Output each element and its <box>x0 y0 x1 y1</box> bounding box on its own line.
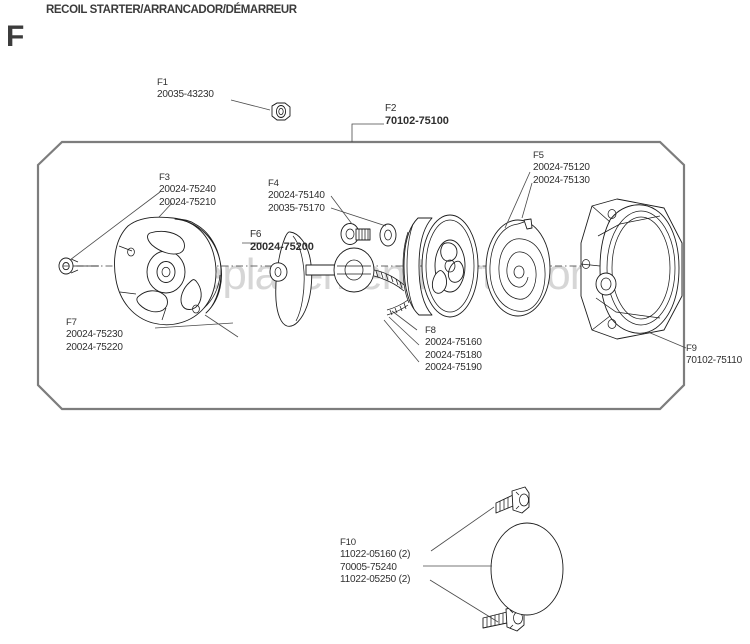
callout-f1: F1 20035-43230 <box>157 77 214 102</box>
callout-f2-part-1: 70102-75100 <box>385 115 449 128</box>
callout-f10-part-3: 11022-05250 (2) <box>340 573 411 585</box>
leader-f5-b <box>521 182 533 219</box>
callout-f5-ref: F5 <box>533 150 544 161</box>
part-f10-screw-top <box>495 486 530 514</box>
callout-f7-ref: F7 <box>66 317 77 328</box>
callout-f4: F4 20024-75140 20035-75170 <box>268 178 325 215</box>
leader-f3-a <box>69 191 161 261</box>
part-f10-cover-plate <box>490 522 564 616</box>
callout-f8-ref: F8 <box>425 325 436 336</box>
part-starter-rope <box>373 269 405 292</box>
part-f1-nut <box>271 102 291 121</box>
leader-f10-c <box>429 579 499 623</box>
leader-f4-a <box>330 195 353 225</box>
callout-f8-part-1: 20024-75160 <box>425 337 482 349</box>
callout-f8-part-2: 20024-75180 <box>425 349 482 361</box>
part-f3-clip <box>58 257 99 275</box>
callout-f7-part-1: 20024-75230 <box>66 329 123 341</box>
callout-f4-ref: F4 <box>268 178 279 189</box>
callout-f4-part-1: 20024-75140 <box>268 190 325 202</box>
leader-f10-a <box>430 506 495 552</box>
callout-f7: F7 20024-75230 20024-75220 <box>66 317 123 354</box>
callout-f9-part-1: 70102-75110 <box>686 355 743 367</box>
part-f4-washer <box>379 223 397 247</box>
callout-f3-part-2: 20024-75210 <box>159 196 216 208</box>
leader-f5-a <box>504 171 531 229</box>
leader-f8-b <box>388 316 420 346</box>
callout-f5-part-2: 20024-75130 <box>533 174 590 186</box>
callout-f8-part-3: 20024-75190 <box>425 361 482 373</box>
leader-f9 <box>647 331 687 349</box>
assembly-frame-main <box>36 140 686 411</box>
callout-f3-part-1: 20024-75240 <box>159 184 216 196</box>
part-f5-recoil-spring <box>485 218 551 317</box>
leader-f4-b <box>330 207 387 227</box>
leader-f8-c <box>383 319 420 363</box>
callout-f5-part-1: 20024-75120 <box>533 162 590 174</box>
callout-f7-part-2: 20024-75220 <box>66 341 123 353</box>
callout-f6-ref: F6 <box>250 229 262 240</box>
callout-f10: F10 11022-05160 (2) 70005-75240 11022-05… <box>340 537 410 586</box>
callout-f5: F5 20024-75120 20024-75130 <box>533 150 590 187</box>
callout-f6: F6 20024-75200 <box>250 229 314 254</box>
leader-f1 <box>230 99 271 111</box>
callout-f6-part-1: 20024-75200 <box>250 241 314 254</box>
leader-f7-a <box>154 322 234 329</box>
part-f6-starter-handle <box>269 231 339 327</box>
callout-f10-part-2: 70005-75240 <box>340 561 397 573</box>
leader-f8-a <box>391 310 418 331</box>
callout-f8: F8 20024-75160 20024-75180 20024-75190 <box>425 325 482 374</box>
leader-f2 <box>351 123 384 142</box>
callout-f3-ref: F3 <box>159 172 170 183</box>
page-title: RECOIL STARTER/ARRANCADOR/DÉMARREUR <box>46 4 297 16</box>
leader-f7-b <box>204 314 239 338</box>
section-letter: F <box>6 20 25 53</box>
callout-f1-ref: F1 <box>157 77 168 88</box>
part-f8-rope-pulley <box>386 214 479 318</box>
callout-f10-part-1: 11022-05160 (2) <box>340 549 411 561</box>
callout-f9: F9 70102-75110 <box>686 343 742 368</box>
callout-f2: F2 70102-75100 <box>385 103 449 128</box>
callout-f3: F3 20024-75240 20024-75210 <box>159 172 216 209</box>
callout-f2-ref: F2 <box>385 103 397 114</box>
callout-f9-ref: F9 <box>686 343 697 354</box>
part-f9-starter-housing <box>580 198 683 340</box>
part-f7-pulley-assembly <box>114 216 222 326</box>
callout-f10-ref: F10 <box>340 537 356 548</box>
callout-f4-part-2: 20035-75170 <box>268 202 325 214</box>
callout-f1-part-1: 20035-43230 <box>157 89 214 101</box>
part-rope-drum-plate <box>333 247 375 293</box>
part-f4-bolt <box>340 223 371 245</box>
